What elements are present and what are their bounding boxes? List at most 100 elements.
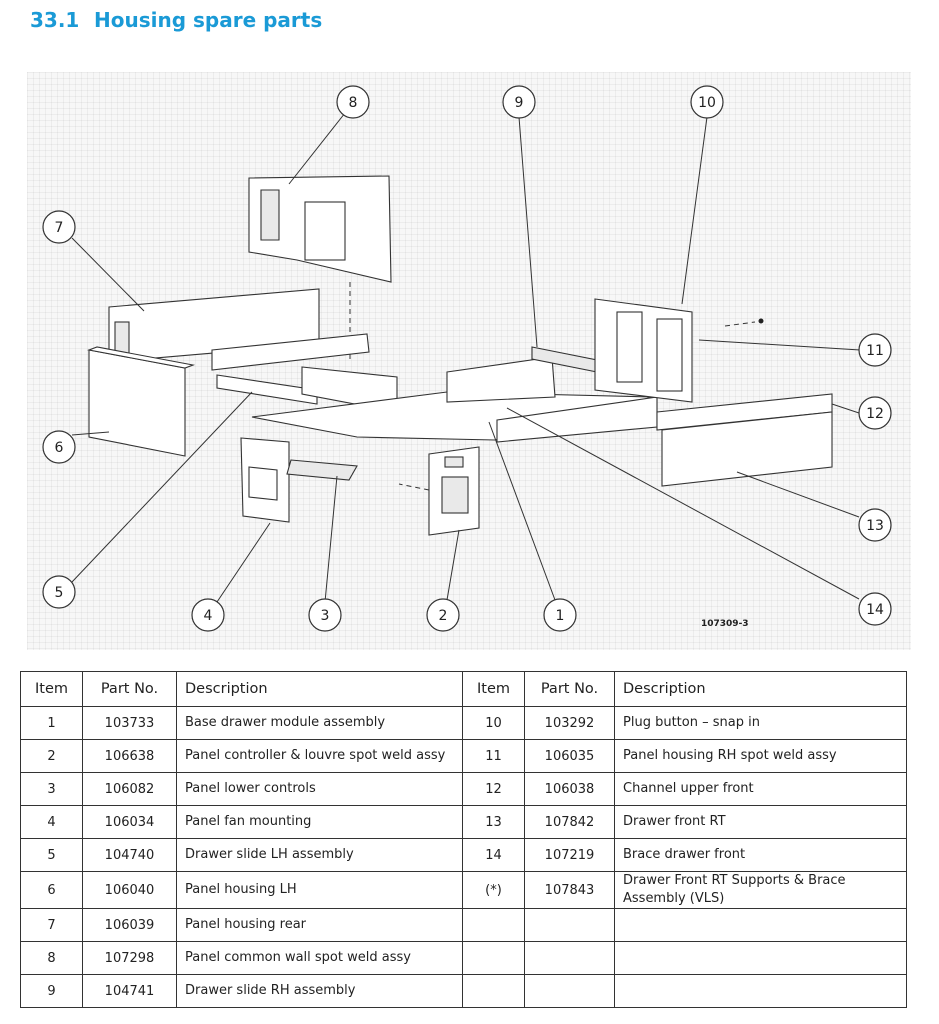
item-cell: 10 [462, 706, 525, 740]
part-no-cell: 106035 [524, 739, 615, 773]
callout-11-label: 11 [866, 343, 884, 359]
part-no-cell: 106039 [82, 908, 177, 942]
item-cell: 11 [462, 739, 525, 773]
part-no-cell: 104741 [82, 974, 177, 1008]
part-no-cell: 103292 [524, 706, 615, 740]
leader-lines [71, 112, 861, 603]
item-cell: 12 [462, 772, 525, 806]
part-no-cell: 106638 [82, 739, 177, 773]
item-cell: 8 [20, 941, 83, 975]
part-no-cell: 104740 [82, 838, 177, 872]
callout-10: 10 [690, 85, 724, 119]
panel-common-wall-shape [248, 175, 392, 362]
item-cell: (*) [462, 871, 525, 909]
callout-4-label: 4 [204, 608, 213, 624]
callout-9: 9 [502, 85, 536, 119]
section-number: 33.1 [30, 8, 80, 32]
table-row: 8 107298 Panel common wall spot weld ass… [20, 941, 907, 975]
part-no-cell: 107298 [82, 941, 177, 975]
callout-13-label: 13 [866, 518, 884, 534]
description-cell: Panel housing rear [176, 908, 463, 942]
panel-housing-lh-shape [86, 346, 196, 457]
part-no-cell [524, 908, 615, 942]
part-no-cell: 106040 [82, 871, 177, 909]
drawer-front-shape [656, 393, 833, 487]
section-heading: 33.1 Housing spare parts [30, 8, 322, 40]
panel-housing-rh-shape [594, 298, 764, 403]
header-description-left: Description [176, 671, 463, 707]
item-cell: 13 [462, 805, 525, 839]
description-cell: Drawer front RT [614, 805, 907, 839]
header-item-right: Item [462, 671, 525, 707]
item-cell: 2 [20, 739, 83, 773]
drawer-slide-lh-shape [211, 333, 398, 413]
description-cell: Brace drawer front [614, 838, 907, 872]
item-cell: 6 [20, 871, 83, 909]
parts-table-header: Item Part No. Description Item Part No. … [20, 671, 907, 707]
description-cell: Plug button – snap in [614, 706, 907, 740]
description-cell [614, 974, 907, 1008]
part-no-cell: 107843 [524, 871, 615, 909]
callout-6: 6 [42, 430, 76, 464]
callout-2-label: 2 [439, 608, 448, 624]
description-cell: Panel lower controls [176, 772, 463, 806]
table-row: 2 106638 Panel controller & louvre spot … [20, 739, 907, 773]
section-title: Housing spare parts [94, 8, 323, 32]
callout-11: 11 [858, 333, 892, 367]
header-part-no-left: Part No. [82, 671, 177, 707]
callout-8: 8 [336, 85, 370, 119]
diagram-drawing: 8 9 10 7 11 12 6 13 [42, 85, 892, 632]
table-row: 6 106040 Panel housing LH (*) 107843 Dra… [20, 871, 907, 909]
table-row: 5 104740 Drawer slide LH assembly 14 107… [20, 838, 907, 872]
callout-5: 5 [42, 575, 76, 609]
description-cell: Channel upper front [614, 772, 907, 806]
item-cell: 3 [20, 772, 83, 806]
table-row: 1 103733 Base drawer module assembly 10 … [20, 706, 907, 740]
exploded-parts-diagram: 8 9 10 7 11 12 6 13 [27, 72, 911, 650]
description-cell: Panel fan mounting [176, 805, 463, 839]
item-cell [462, 941, 525, 975]
item-cell [462, 908, 525, 942]
part-no-cell: 106034 [82, 805, 177, 839]
callout-3-label: 3 [321, 608, 330, 624]
item-cell: 9 [20, 974, 83, 1008]
callout-1-label: 1 [556, 608, 565, 624]
callout-6-label: 6 [55, 440, 64, 456]
header-part-no-right: Part No. [524, 671, 615, 707]
description-cell: Drawer slide LH assembly [176, 838, 463, 872]
description-cell: Base drawer module assembly [176, 706, 463, 740]
part-no-cell: 107842 [524, 805, 615, 839]
callout-7-label: 7 [55, 220, 64, 236]
callout-10-label: 10 [698, 95, 716, 111]
table-row: 4 106034 Panel fan mounting 13 107842 Dr… [20, 805, 907, 839]
part-no-cell: 106038 [524, 772, 615, 806]
item-cell: 1 [20, 706, 83, 740]
callout-1: 1 [543, 598, 577, 632]
callout-5-label: 5 [55, 585, 64, 601]
description-cell: Panel housing LH [176, 871, 463, 909]
callout-7: 7 [42, 210, 76, 244]
description-cell: Drawer slide RH assembly [176, 974, 463, 1008]
table-row: 9 104741 Drawer slide RH assembly [20, 974, 907, 1008]
table-row: 7 106039 Panel housing rear [20, 908, 907, 942]
callout-8-label: 8 [349, 95, 358, 111]
callout-9-label: 9 [515, 95, 524, 111]
callout-4: 4 [191, 598, 225, 632]
callout-14: 14 [858, 592, 892, 626]
part-no-cell [524, 974, 615, 1008]
callout-12: 12 [858, 396, 892, 430]
item-cell [462, 974, 525, 1008]
drawing-number: 107309-3 [701, 619, 749, 629]
base-drawer-module-shape [251, 356, 658, 443]
callout-3: 3 [308, 598, 342, 632]
description-cell [614, 908, 907, 942]
part-no-cell: 107219 [524, 838, 615, 872]
description-cell: Drawer Front RT Supports & Brace Assembl… [614, 871, 907, 909]
description-cell [614, 941, 907, 975]
callout-2: 2 [426, 598, 460, 632]
description-cell: Panel housing RH spot weld assy [614, 739, 907, 773]
item-cell: 4 [20, 805, 83, 839]
item-cell: 5 [20, 838, 83, 872]
parts-table: Item Part No. Description Item Part No. … [20, 671, 907, 1008]
part-no-cell: 106082 [82, 772, 177, 806]
